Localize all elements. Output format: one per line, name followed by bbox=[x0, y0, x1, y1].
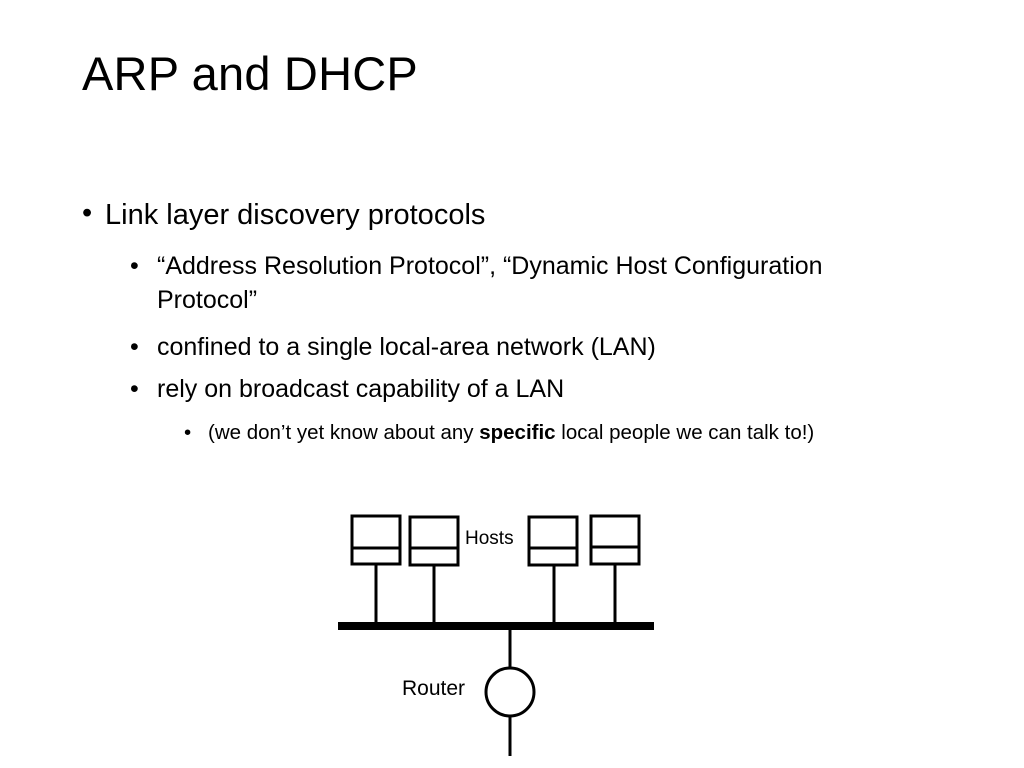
host-computer bbox=[527, 515, 579, 625]
host-computer bbox=[408, 515, 460, 625]
bullet-marker: • bbox=[184, 421, 192, 444]
hosts-label: Hosts bbox=[465, 528, 514, 549]
bullet-link-layer: Link layer discovery protocols bbox=[105, 199, 486, 231]
note-text-post: local people we can talk to!) bbox=[555, 421, 815, 444]
bullet-marker: • bbox=[130, 252, 139, 280]
bullet-confined-lan: confined to a single local-area network … bbox=[157, 333, 656, 361]
note-text-bold: specific bbox=[479, 421, 556, 444]
bullet-marker: • bbox=[130, 333, 139, 361]
router-label: Router bbox=[402, 677, 466, 700]
bullet-protocol-names-cont: Protocol” bbox=[157, 286, 258, 314]
bullet-specific-note: (we don’t yet know about any specific lo… bbox=[208, 421, 814, 445]
host-computer bbox=[350, 514, 402, 625]
bullet-marker: • bbox=[82, 197, 93, 229]
note-text-pre: (we don’t yet know about any bbox=[208, 421, 480, 444]
slide-title: ARP and DHCP bbox=[82, 47, 418, 100]
host-computer bbox=[589, 514, 641, 625]
bullet-protocol-names: “Address Resolution Protocol”, “Dynamic … bbox=[157, 252, 823, 280]
router-node bbox=[484, 666, 536, 718]
bullet-marker: • bbox=[130, 375, 139, 403]
bullet-broadcast: rely on broadcast capability of a LAN bbox=[157, 375, 565, 403]
